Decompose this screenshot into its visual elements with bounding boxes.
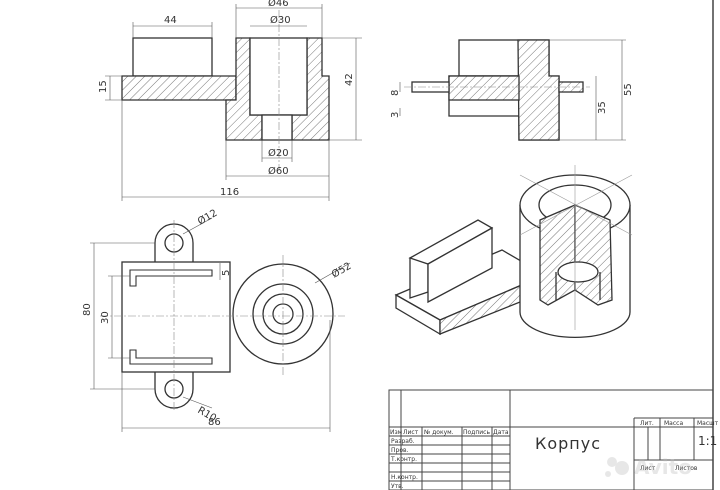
dim-116: 116 xyxy=(220,187,239,198)
sheet-label: Лист xyxy=(640,465,656,472)
row-tkontr: Т.контр. xyxy=(390,456,417,463)
avito-watermark: Avito xyxy=(605,455,692,479)
sheets-label: Листов xyxy=(675,465,698,472)
title-block xyxy=(388,389,714,490)
dim-55: 55 xyxy=(623,83,634,96)
header-scale: Масшт xyxy=(697,420,719,427)
dim-8: 8 xyxy=(390,90,401,96)
dim-d30: Ø30 xyxy=(270,14,291,26)
dim-86: 86 xyxy=(208,417,221,428)
dim-d46: Ø46 xyxy=(268,0,289,9)
dim-35: 35 xyxy=(597,101,608,114)
dim-3: 3 xyxy=(390,112,401,118)
dim-80: 80 xyxy=(82,303,93,316)
side-view-dims xyxy=(399,39,626,141)
isometric-axes xyxy=(519,165,633,330)
row-utv: Утв. xyxy=(391,483,404,490)
dim-5: 5 xyxy=(221,270,232,276)
scale-value: 1:1 xyxy=(698,434,717,448)
header-mass: Масса xyxy=(664,420,683,427)
dim-15: 15 xyxy=(98,80,109,93)
top-view xyxy=(100,220,345,412)
dim-44: 44 xyxy=(164,15,177,26)
col-sign: Подпись xyxy=(463,429,490,436)
side-view xyxy=(404,39,590,141)
part-name: Корпус xyxy=(535,434,601,453)
col-doc: № докум. xyxy=(424,429,454,436)
dim-30: 30 xyxy=(100,311,111,324)
watermark-text: Avito xyxy=(634,455,692,479)
col-izm: Изм xyxy=(390,429,402,436)
dim-d20: Ø20 xyxy=(268,147,289,159)
row-razrab: Разраб. xyxy=(391,438,415,445)
row-prov: Пров. xyxy=(391,447,409,454)
dim-d12: Ø12 xyxy=(196,207,220,228)
dim-42: 42 xyxy=(344,73,355,86)
front-view xyxy=(121,10,330,170)
front-view-dims xyxy=(105,4,362,201)
col-list: Лист xyxy=(403,429,419,436)
dim-d60: Ø60 xyxy=(268,165,289,177)
top-view-dims xyxy=(90,217,351,432)
isometric-view xyxy=(394,174,631,339)
row-nkontr: Н.контр. xyxy=(391,474,418,481)
col-date: Дата xyxy=(493,429,509,436)
header-lit: Лит. xyxy=(640,420,654,427)
